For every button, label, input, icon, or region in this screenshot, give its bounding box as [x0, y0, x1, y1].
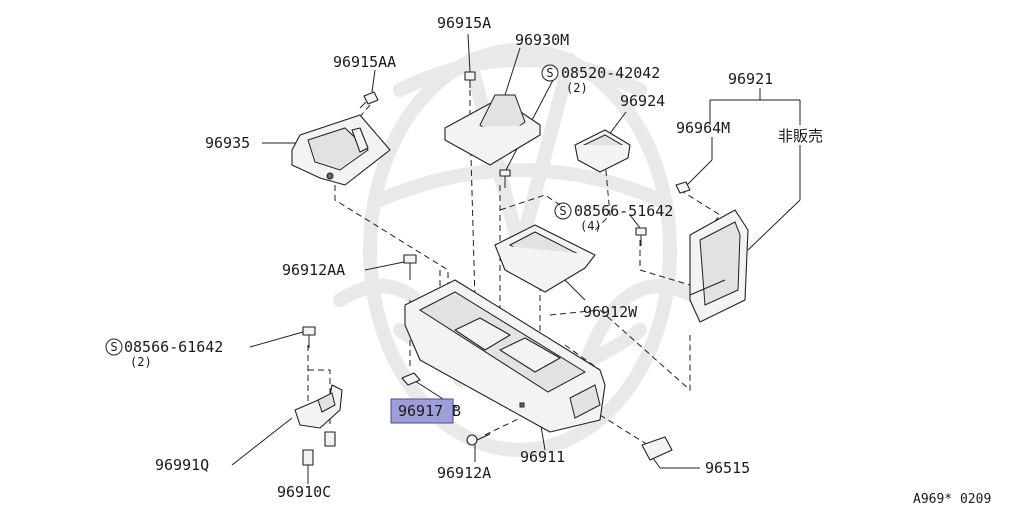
- part-96964M-fastener: [675, 181, 691, 194]
- label-08520-qty: (2): [566, 81, 588, 95]
- part-96921-rear-panel: [689, 209, 749, 323]
- label-96917B: 96917: [398, 402, 443, 420]
- reference-code: A969* 0209: [913, 492, 991, 507]
- part-96991Q-bracket: [294, 384, 343, 466]
- label-96912AA: 96912AA: [282, 261, 345, 279]
- part-96924-cup: [574, 129, 631, 173]
- part-96930M-shift-boot: [444, 94, 541, 166]
- label-96910C: 96910C: [277, 483, 331, 501]
- label-96917B-suffix: B: [452, 402, 461, 420]
- label-96991Q: 96991Q: [155, 456, 209, 474]
- screw-symbol-08566-top: S: [554, 202, 572, 220]
- leader-lines: [231, 33, 801, 484]
- label-96935: 96935: [205, 134, 250, 152]
- part-08520-screw: [499, 169, 511, 188]
- label-not-for-sale: 非販売: [778, 127, 823, 145]
- part-96912W-tray: [494, 224, 596, 293]
- svg-text:S: S: [110, 340, 117, 354]
- label-08520-42042: 08520-42042: [561, 64, 660, 82]
- label-96930M: 96930M: [515, 31, 569, 49]
- part-96911-console-body: [404, 279, 606, 433]
- label-96915A: 96915A: [437, 14, 491, 32]
- label-96912A: 96912A: [437, 464, 491, 482]
- part-96515-cap: [641, 436, 673, 461]
- label-96964M: 96964M: [676, 119, 730, 137]
- part-96915A-clip: [464, 71, 476, 88]
- label-08566-61642-qty: (2): [130, 355, 152, 369]
- svg-text:S: S: [546, 66, 553, 80]
- part-96917B-clip: [401, 372, 421, 386]
- svg-text:S: S: [559, 204, 566, 218]
- label-08566-51642-qty: (4): [580, 219, 602, 233]
- label-96912W: 96912W: [583, 303, 638, 321]
- part-08566-left-screw: [302, 326, 316, 348]
- label-96911: 96911: [520, 448, 565, 466]
- highlight-96917B: [390, 398, 454, 424]
- part-96912A-screw: [466, 433, 491, 446]
- label-08566-61642: 08566-61642: [124, 338, 223, 356]
- label-08566-51642: 08566-51642: [574, 202, 673, 220]
- screw-symbol-08566-left: S: [105, 338, 123, 356]
- screw-symbol-08520: S: [541, 64, 559, 82]
- part-96912AA-screw: [403, 254, 417, 280]
- label-96921: 96921: [728, 70, 773, 88]
- part-96935-shift-bezel: [291, 114, 391, 186]
- part-08566-top-screw: [635, 227, 647, 246]
- label-96924: 96924: [620, 92, 665, 110]
- part-96915AA-clip: [359, 91, 379, 109]
- label-96515: 96515: [705, 459, 750, 477]
- label-96915AA: 96915AA: [333, 53, 396, 71]
